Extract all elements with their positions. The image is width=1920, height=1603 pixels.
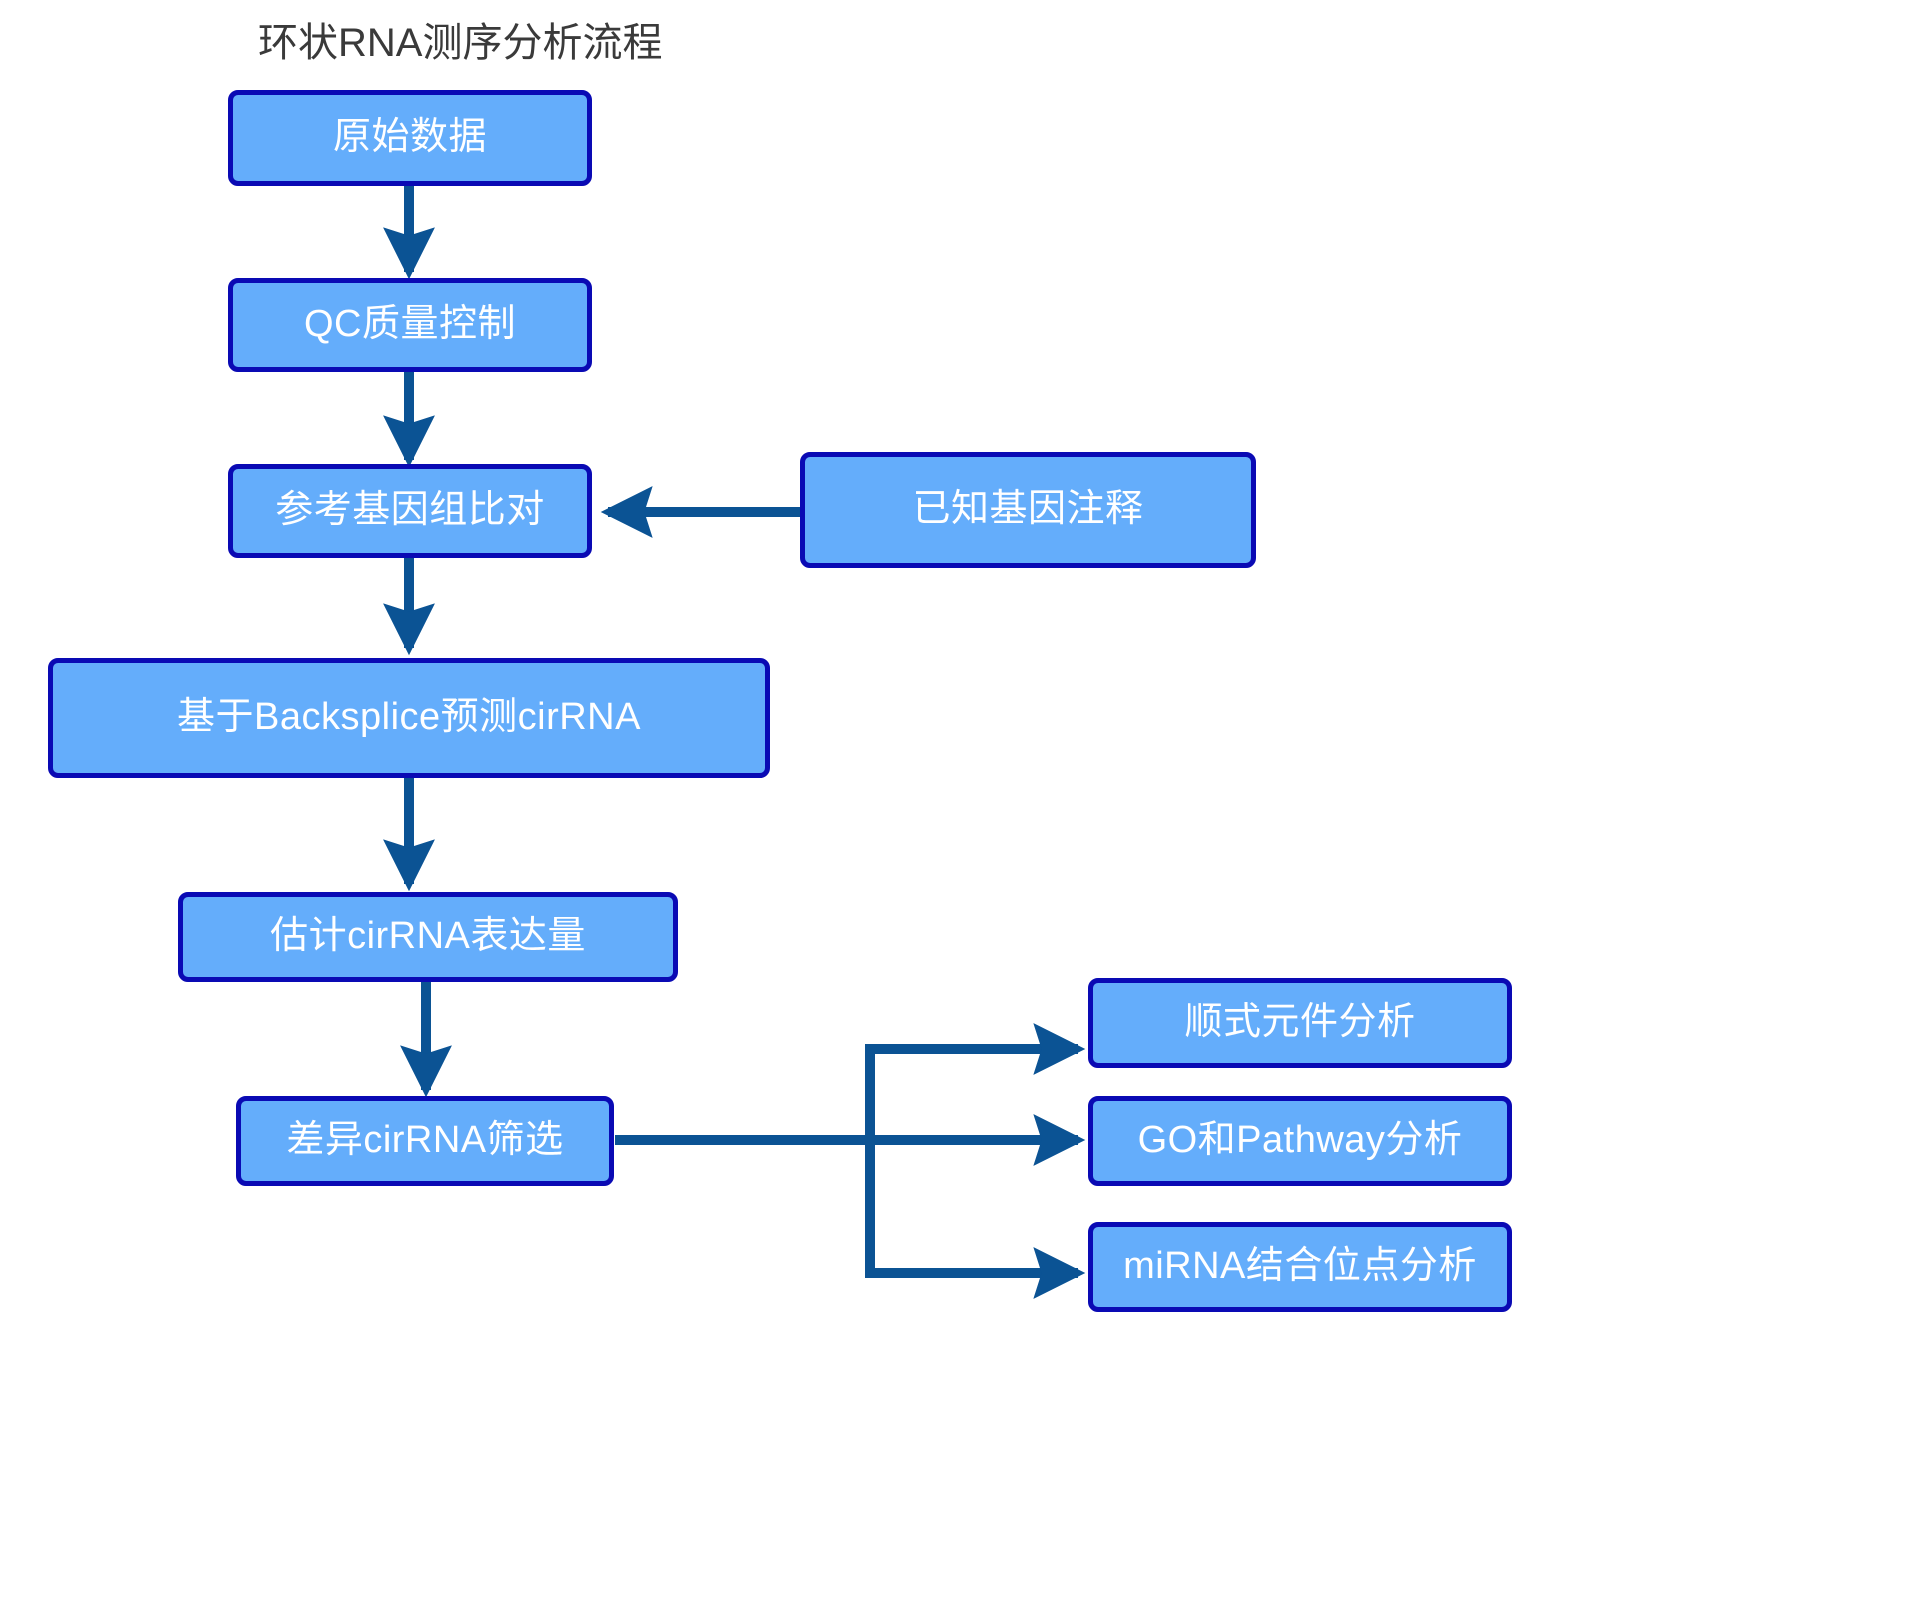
edge-diff-to-cis-element (865, 1023, 1086, 1140)
node-known-gene[interactable]: 已知基因注释 (800, 452, 1256, 568)
node-go-pathway[interactable]: GO和Pathway分析 (1088, 1096, 1512, 1186)
node-diff[interactable]: 差异cirRNA筛选 (236, 1096, 614, 1186)
node-quantify[interactable]: 估计cirRNA表达量 (178, 892, 678, 982)
edge-diff-to-mirna-site (865, 1140, 1086, 1299)
node-align[interactable]: 参考基因组比对 (228, 464, 592, 558)
node-qc[interactable]: QC质量控制 (228, 278, 592, 372)
node-backsplice[interactable]: 基于Backsplice预测cirRNA (48, 658, 770, 778)
node-raw-data[interactable]: 原始数据 (228, 90, 592, 186)
node-cis-element[interactable]: 顺式元件分析 (1088, 978, 1512, 1068)
node-mirna-site[interactable]: miRNA结合位点分析 (1088, 1222, 1512, 1312)
page-title: 环状RNA测序分析流程 (258, 21, 663, 65)
